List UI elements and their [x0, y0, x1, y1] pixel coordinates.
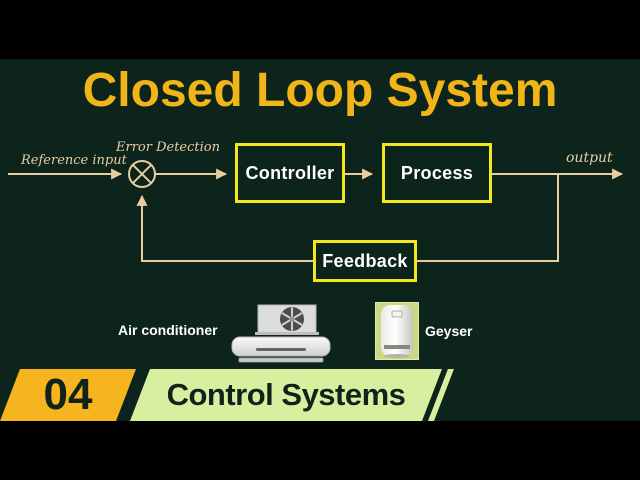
geyser-icon: [375, 302, 419, 360]
top-letterbox: [0, 0, 640, 59]
bottom-letterbox: [0, 421, 640, 480]
output-label: output: [566, 150, 613, 166]
air-conditioner-icon: [231, 304, 331, 363]
feedback-label: Feedback: [322, 250, 408, 271]
episode-number: 04: [43, 370, 93, 419]
error-detection-label: Error Detection: [116, 140, 220, 155]
controller-block: Controller: [235, 143, 345, 203]
air-conditioner-label: Air conditioner: [118, 322, 218, 338]
geyser-label: Geyser: [425, 323, 473, 339]
process-label: Process: [400, 162, 474, 183]
summing-junction-icon: [128, 160, 156, 188]
process-block: Process: [382, 143, 492, 203]
page-title: Closed Loop System: [82, 64, 558, 117]
controller-label: Controller: [245, 162, 335, 183]
series-title: Control Systems: [166, 377, 406, 412]
slide-background: Closed Loop System Reference inp: [0, 59, 640, 421]
feedback-block: Feedback: [313, 240, 417, 282]
episode-banner: 04 Control Systems: [0, 369, 640, 421]
reference-input-label: Reference input: [21, 153, 127, 168]
